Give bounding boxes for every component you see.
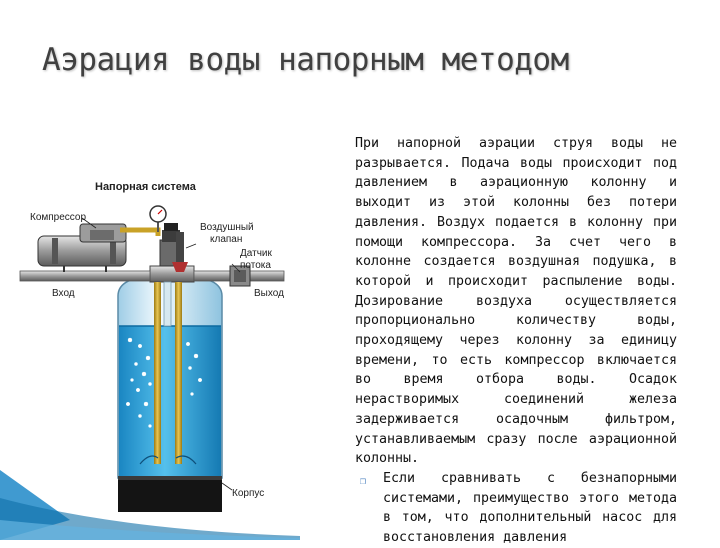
compressor	[37, 223, 127, 272]
label-compressor: Компрессор	[30, 212, 86, 223]
bullet-item: ❒ Если сравнивать с безнапорными система…	[355, 469, 677, 548]
diagram-heading: Напорная система	[95, 181, 197, 193]
label-flow-sensor-1: Датчик	[240, 248, 272, 259]
description-paragraph: При напорной аэрации струя воды не разры…	[355, 136, 677, 467]
inlet-pipe	[19, 270, 151, 282]
air-valve	[172, 232, 188, 272]
tank-base	[118, 478, 222, 512]
bullet-text: Если сравнивать с безнапорными системами…	[383, 470, 677, 546]
label-flow-sensor-2: потока	[240, 260, 271, 271]
label-housing: Корпус	[232, 488, 264, 499]
air-bubbles	[125, 337, 203, 428]
central-pipes	[139, 281, 197, 465]
page-title: Аэрация воды напорным методом	[42, 42, 569, 78]
description: При напорной аэрации струя воды не разры…	[355, 134, 677, 548]
label-air-valve-2: клапан	[210, 234, 242, 245]
air-line	[120, 205, 167, 236]
label-air-valve-1: Воздушный	[200, 222, 254, 233]
label-outlet: Выход	[254, 288, 284, 299]
square-bullet-icon: ❒	[360, 475, 367, 487]
leader-lines	[81, 217, 241, 491]
label-inlet: Вход	[52, 288, 75, 299]
tank	[117, 275, 223, 512]
corner-decoration	[0, 470, 300, 540]
aeration-diagram: Напорная система	[19, 181, 285, 512]
outlet-pipe	[193, 265, 285, 287]
